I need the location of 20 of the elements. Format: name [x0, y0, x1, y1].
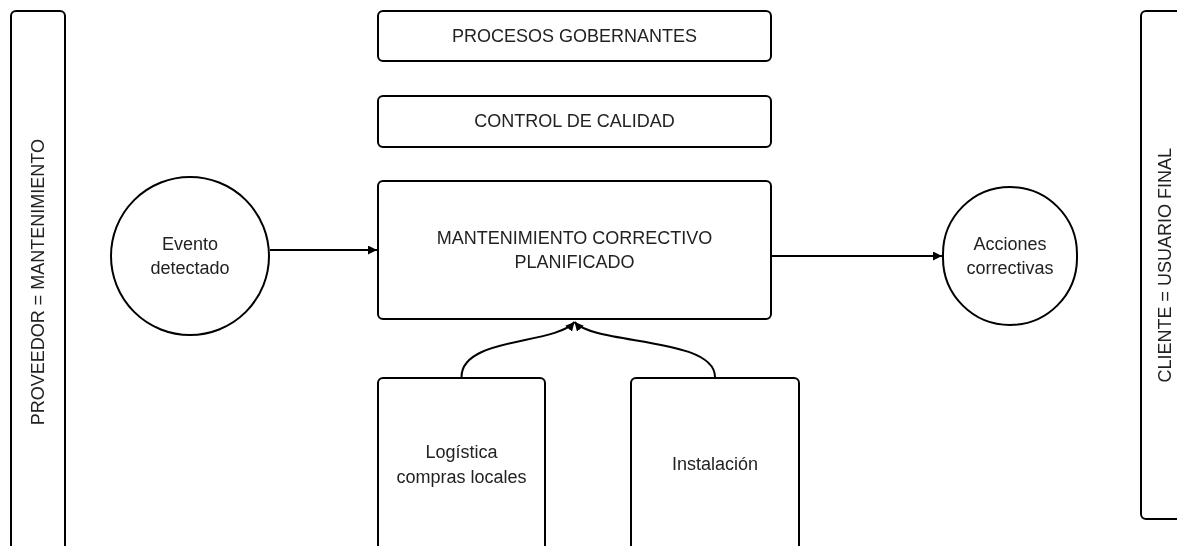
node-label: Acciones correctivas: [965, 232, 1055, 280]
arrow: [460, 321, 576, 378]
node-label: CONTROL DE CALIDAD: [473, 110, 676, 134]
node-label: Evento detectado: [149, 232, 231, 280]
side-band: [1140, 10, 1177, 520]
process-box: [377, 10, 772, 62]
node-label: Logística compras locales: [395, 441, 528, 489]
process-box: [377, 95, 772, 148]
arrow: [269, 245, 378, 255]
node-label: Instalación: [670, 453, 760, 477]
process-box: [377, 377, 546, 546]
node-label: MANTENIMIENTO CORRECTIVO PLANIFICADO: [435, 226, 714, 274]
process-box: [377, 180, 772, 320]
arrow: [771, 251, 943, 261]
node-label: PROCESOS GOBERNANTES: [450, 24, 699, 48]
node-label: CLIENTE = USUARIO FINAL: [1153, 147, 1176, 383]
node-label: PROVEEDOR = MANTENIMIENTO: [26, 139, 49, 426]
process-box: [630, 377, 800, 546]
side-band: [10, 10, 66, 546]
arrow: [573, 321, 716, 378]
